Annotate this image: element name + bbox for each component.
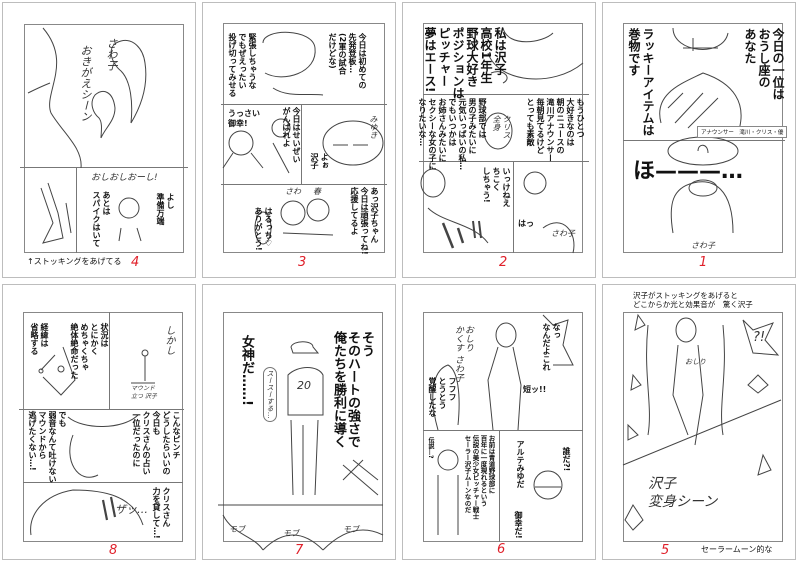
dialogue-late: いっけねえ ちこく しちゃう! — [482, 167, 511, 207]
surprise-mark: ?! — [753, 330, 766, 345]
panel-frame — [423, 23, 583, 253]
dialogue-so: そう そのハートの強さで 俺たちを勝利に導く — [331, 331, 374, 448]
panel-divider — [23, 482, 183, 483]
storyboard-page-4: さわ子 おきがえシーン おしおしおーし! よし 準備万端 あとは スパイクはいて… — [2, 2, 196, 278]
dialogue-short: 短ッ!! — [523, 385, 547, 394]
page-number: 1 — [699, 255, 708, 270]
narration-wish: 野球部では 男の子みたいに 元気いっぱいの私… でもいつかは お姉さんみたいに … — [418, 98, 487, 170]
dialogue-alte: アルテみゆだ — [516, 440, 525, 488]
dialogue-goddess: 女神だ……! — [239, 335, 254, 406]
mob-label: モブ — [229, 525, 245, 534]
handwritten-transform-scene: 沢子 変身シーン — [648, 476, 718, 510]
dialogue-lucky-item: ラッキーアイテムは 巻物です — [627, 28, 655, 136]
panel-frame — [23, 312, 183, 542]
panel-divider — [423, 430, 583, 431]
panel-divider — [221, 184, 387, 185]
handwritten-label: 春 — [313, 187, 321, 196]
panel-frame — [623, 23, 783, 253]
handwritten-label: さわ子 — [551, 229, 575, 238]
storyboard-page-5: 沢子がストッキングをあげると どこからか光と効果音が 驚く沢子 ?! おしり 沢… — [602, 284, 796, 560]
storyboard-page-2: 私は沢子 高校1年生 野球大好き ポジションは ピッチャー 夢はエース! もうひ… — [402, 2, 596, 278]
page-number: 3 — [298, 255, 307, 270]
dialogue-cheer: あっ沢子ちゃん 今日は頑張ってね! 応援してるよ — [350, 187, 379, 255]
dialogue-ready: よし 準備万端 — [156, 193, 175, 225]
panel-divider — [419, 161, 589, 162]
dialogue-first-place: 今日の一位は おうし座の あなた — [743, 28, 785, 100]
handwritten-label: みゆき — [369, 115, 378, 139]
panel-divider — [301, 104, 302, 184]
handwritten-however: しかし — [163, 325, 174, 355]
dialogue-nervous: 緊張しちゃうな でもぜえったい 投げ切ってみせる — [228, 33, 257, 97]
dialogue-shut-up: うっさい 御幸! — [228, 109, 260, 128]
dialogue-miyuki: 御幸だ! — [514, 511, 523, 539]
handwritten-label: さわ — [285, 187, 301, 196]
dialogue-first-start: 今日は初めての 先発登板… (2軍の試合 だけどな) — [328, 33, 367, 89]
panel-divider — [513, 161, 514, 253]
narration-situation: 状況は とにかく めちゃくちゃ 絶体絶命だった — [70, 323, 109, 379]
jersey-number: 20 — [297, 379, 311, 392]
storyboard-page-7: そう そのハートの強さで 俺たちを勝利に導く 女神だ……! スースーする… 20… — [202, 284, 396, 560]
page-number: 2 — [499, 255, 508, 270]
dialogue-what: なっ なんだよこれ — [542, 323, 561, 371]
page-number: 7 — [295, 543, 304, 558]
direction-caption: 沢子がストッキングをあげると どこからか光と効果音が 驚く沢子 — [633, 291, 753, 309]
monologue-plea: クリスさん 力を貸して…! — [152, 487, 171, 539]
announcer-caption: アナウンサー 滝川・クリス・優 — [697, 126, 788, 138]
panel-divider — [499, 430, 500, 542]
page-number: 6 — [497, 542, 506, 557]
page-number: 8 — [109, 543, 118, 558]
sound-effect-sigh: ほ———… — [633, 159, 744, 184]
sound-effect-zah: ザッ… — [115, 503, 148, 516]
mob-label: モブ — [283, 529, 299, 538]
page-number: 5 — [661, 543, 670, 558]
panel-divider — [623, 140, 785, 141]
direction-caption: ↑ストッキングをあげてる — [27, 257, 122, 266]
page-number: 4 — [131, 255, 140, 270]
handwritten-shout: おしおしおーし! — [91, 173, 158, 183]
handwritten-name: さわ子 — [105, 38, 118, 71]
handwritten-label: クリス 全身 — [492, 115, 511, 139]
handwritten-breezy: スースーする… — [263, 367, 277, 422]
panel-frame — [24, 24, 184, 253]
panel-divider — [20, 167, 188, 168]
panel-divider — [19, 409, 184, 410]
narration-omit: 経緯は 省略する — [30, 323, 49, 355]
storyboard-page-8: 経緯は 省略する 状況は とにかく めちゃくちゃ 絶体絶命だった しかし マウン… — [2, 284, 196, 560]
dialogue-thanks: はるっち♡ ありがとう! — [254, 207, 273, 251]
storyboard-page-6: なっ なんだよこれ 短ッ!! フフフ とうとう 覚醒したな おしり かくす さわ… — [402, 284, 596, 560]
dialogue-gasp: はっ — [518, 219, 534, 228]
handwritten-label: さわ子 — [691, 241, 715, 250]
mob-label: モブ — [343, 525, 359, 534]
panel-frame — [223, 23, 385, 253]
dialogue-legend: お前は青道野球部に 百年に一度現れるという 伝説の美少女ピッチャー戦士 セーラー… — [463, 435, 495, 520]
monologue-pinch: こんなピンチ どうしたらいいの 今日も クリスさんの占い 一位だったのに — [132, 411, 181, 475]
narration-another-love: もうひとつ 大好きなのは 朝のニュースの 滝川アナウンサー 毎朝見てるけど とっ… — [526, 98, 585, 162]
dialogue-spikes: あとは スパイクはいて — [92, 191, 111, 247]
dialogue-who: 誰だ?! — [562, 447, 571, 472]
panel-divider — [423, 94, 589, 95]
dialogue-legend-question: 伝説…? — [427, 437, 434, 459]
handwritten-label: マウンド 立つ 沢子 — [131, 385, 157, 400]
direction-note: セーラームーン的な — [701, 545, 773, 554]
panel-frame — [423, 312, 583, 542]
handwritten-scene-note: おきがえシーン — [79, 45, 92, 122]
storyboard-page-3: 今日は初めての 先発登板… (2軍の試合 だけどな) 緊張しちゃうな でもぜえっ… — [202, 2, 396, 278]
dialogue-awakened: フフフ とうとう 覚醒したな — [428, 377, 457, 417]
dialogue-do-best: 今日はせいぜい がんばれよ — [282, 107, 301, 163]
narration-intro: 私は沢子 高校1年生 野球大好き ポジションは ピッチャー 夢はエース! — [423, 27, 507, 99]
handwritten-label: おしり — [685, 358, 706, 366]
monologue-resolve: でも 弱音なんて吐けない マウンドから 逃げたくない…! — [28, 411, 67, 483]
dialogue-yo: よぉ 沢子 — [310, 153, 329, 169]
panel-divider — [109, 312, 110, 409]
storyboard-page-1: 今日の一位は おうし座の あなた ラッキーアイテムは 巻物です アナウンサー 滝… — [602, 2, 796, 278]
panel-divider — [76, 167, 77, 253]
panel-divider — [221, 104, 387, 105]
handwritten-label: おしり かくす さわ子 — [453, 325, 473, 382]
